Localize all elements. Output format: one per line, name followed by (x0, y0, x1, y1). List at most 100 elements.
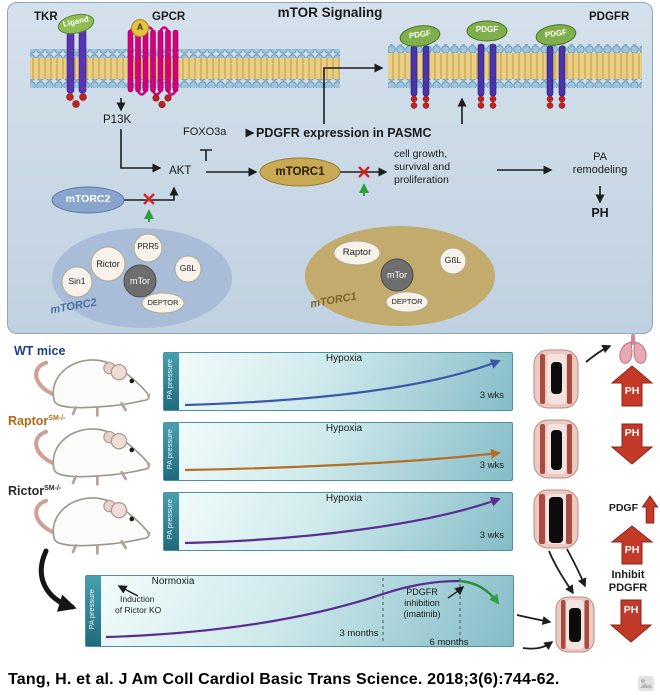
ph-outcome-rictor: PH (624, 544, 640, 556)
panel-title: mTOR Signaling (277, 5, 383, 20)
agonist-circle (131, 19, 149, 37)
gbl-label-c2: GßL (179, 263, 197, 273)
pdgf-up-arrow (641, 495, 659, 524)
y-axis-label-timeline: PA pressure (86, 589, 96, 630)
mtor-label-c2: mTor (130, 276, 150, 286)
pa-label: PA (593, 151, 607, 163)
y-axis-label-wt: PA pressure (164, 359, 174, 400)
timeline-pressure-curve (105, 579, 460, 639)
ph-down-arrow-raptor (610, 423, 654, 465)
row-label-rictor-text: Rictor (8, 484, 45, 498)
phospho-dots (152, 94, 172, 109)
gpcr-receptor (127, 19, 179, 109)
corner-logo-icon (638, 676, 654, 691)
rictor-pressure-curve (184, 497, 501, 545)
vessel-treated (555, 596, 595, 653)
mouse-to-timeline-arrow (38, 548, 77, 612)
mtorc2-node-oval (51, 186, 125, 214)
y-axis-label-raptor: PA pressure (164, 429, 174, 470)
ph-outcome-wt: PH (624, 385, 640, 397)
mtorc1-complex (305, 226, 495, 326)
pdgfr-receptors (399, 20, 577, 109)
rictor-label: Rictor (96, 259, 120, 269)
row-label-wt: WT mice (14, 344, 66, 358)
timepoint-3months: 3 months (339, 628, 379, 639)
ph-down-arrow-treated (609, 599, 653, 643)
y-axis-bar (86, 576, 101, 646)
gbl-label-c1: GßL (444, 255, 462, 265)
y-axis-bar (164, 353, 179, 410)
mouse-raptor-ko (36, 429, 150, 484)
chart-wt (163, 352, 513, 411)
pdgf-outcome-label: PDGF (608, 502, 638, 514)
timeline-dashed-marks (382, 578, 461, 643)
induction-line2: of Rictor KO (115, 605, 162, 615)
y-axis-label-rictor: PA pressure (164, 499, 174, 540)
row-label-raptor-text: Raptor (8, 414, 49, 428)
inhibition-line1: PDGFR (406, 587, 438, 597)
pdgf-label: PDGF (475, 25, 499, 34)
pdgf-ligand-oval (466, 20, 508, 42)
inhibition-line2: inhibition (404, 598, 440, 608)
vessel-flow-arrows (516, 344, 612, 651)
ph-up-arrow-rictor (610, 525, 654, 565)
mtorc2-node-label: mTORC2 (65, 193, 111, 205)
citation-text: Tang, H. et al. J Am Coll Cardiol Basic … (8, 671, 560, 688)
remodeling-label: remodeling (572, 164, 628, 176)
mtorc1-node-oval (259, 157, 341, 187)
akt-node: AKT (169, 165, 192, 177)
inhibit-line1: Inhibit (611, 569, 645, 581)
annotation-arrows (117, 585, 465, 599)
prr5-label: PRR5 (137, 242, 159, 251)
sin1-label: Sin1 (68, 276, 86, 286)
ph-label-panel: PH (591, 206, 609, 220)
pdgfr-label: PDGFR (589, 11, 630, 23)
tkr-label: TKR (34, 11, 58, 23)
vessel-raptor (533, 419, 579, 479)
ligand-oval (57, 13, 95, 35)
gpcr-label: GPCR (152, 11, 186, 23)
inhibit-line2: PDGFR (608, 582, 648, 594)
left-cell-membrane (30, 49, 340, 88)
pdgfr-expression-label: PDGFR expression in PASMC (256, 126, 432, 140)
agonist-label: A (136, 22, 144, 32)
y-axis-bar (164, 423, 179, 480)
row-label-raptor: RaptorSM-/- (8, 414, 65, 428)
lungs-icon (619, 334, 647, 364)
row-label-rictor-sup: SM-/- (44, 484, 62, 492)
outcome-arrows (609, 365, 659, 643)
duration-label-wt: 3 wks (479, 390, 504, 401)
condition-label-timeline: Normoxia (151, 576, 195, 587)
p13k-node: P13K (103, 114, 132, 126)
vessel-rictor (533, 489, 579, 549)
mtorc1-node-label: mTORC1 (275, 166, 325, 178)
mouse-rictor-ko (36, 498, 150, 553)
right-cell-membrane (388, 44, 642, 88)
mtorc2-complex (52, 228, 232, 328)
tkr-receptor (57, 13, 95, 108)
green-up-arrows (144, 183, 369, 222)
induction-line1: Induction (120, 594, 155, 604)
growth-line1: cell growth, (394, 148, 448, 160)
foxo3a-node: FOXO3a (183, 126, 227, 138)
condition-label-rictor: Hypoxia (325, 493, 363, 504)
condition-label-wt: Hypoxia (325, 353, 363, 364)
chart-rictor (163, 492, 513, 551)
blocked-crosses (143, 166, 370, 205)
akt-inhibits-foxo3a-tbar (200, 149, 212, 161)
row-label-rictor: RictorSM-/- (8, 484, 61, 498)
chart-raptor (163, 422, 513, 481)
duration-label-rictor: 3 wks (479, 530, 504, 541)
mtor-label-c1: mTor (387, 270, 407, 280)
row-label-raptor-sup: SM-/- (48, 414, 66, 422)
ph-outcome-treated: PH (623, 604, 639, 616)
condition-label-raptor: Hypoxia (325, 423, 363, 434)
ph-outcome-raptor: PH (624, 427, 640, 439)
wt-pressure-curve (184, 359, 501, 407)
y-axis-bar (164, 493, 179, 550)
raptor-label-c1: Raptor (342, 247, 372, 258)
inhibition-line3: (imatinib) (403, 609, 441, 619)
ph-up-arrow-wt (610, 365, 654, 407)
pdgf-ligand-oval (535, 24, 577, 46)
